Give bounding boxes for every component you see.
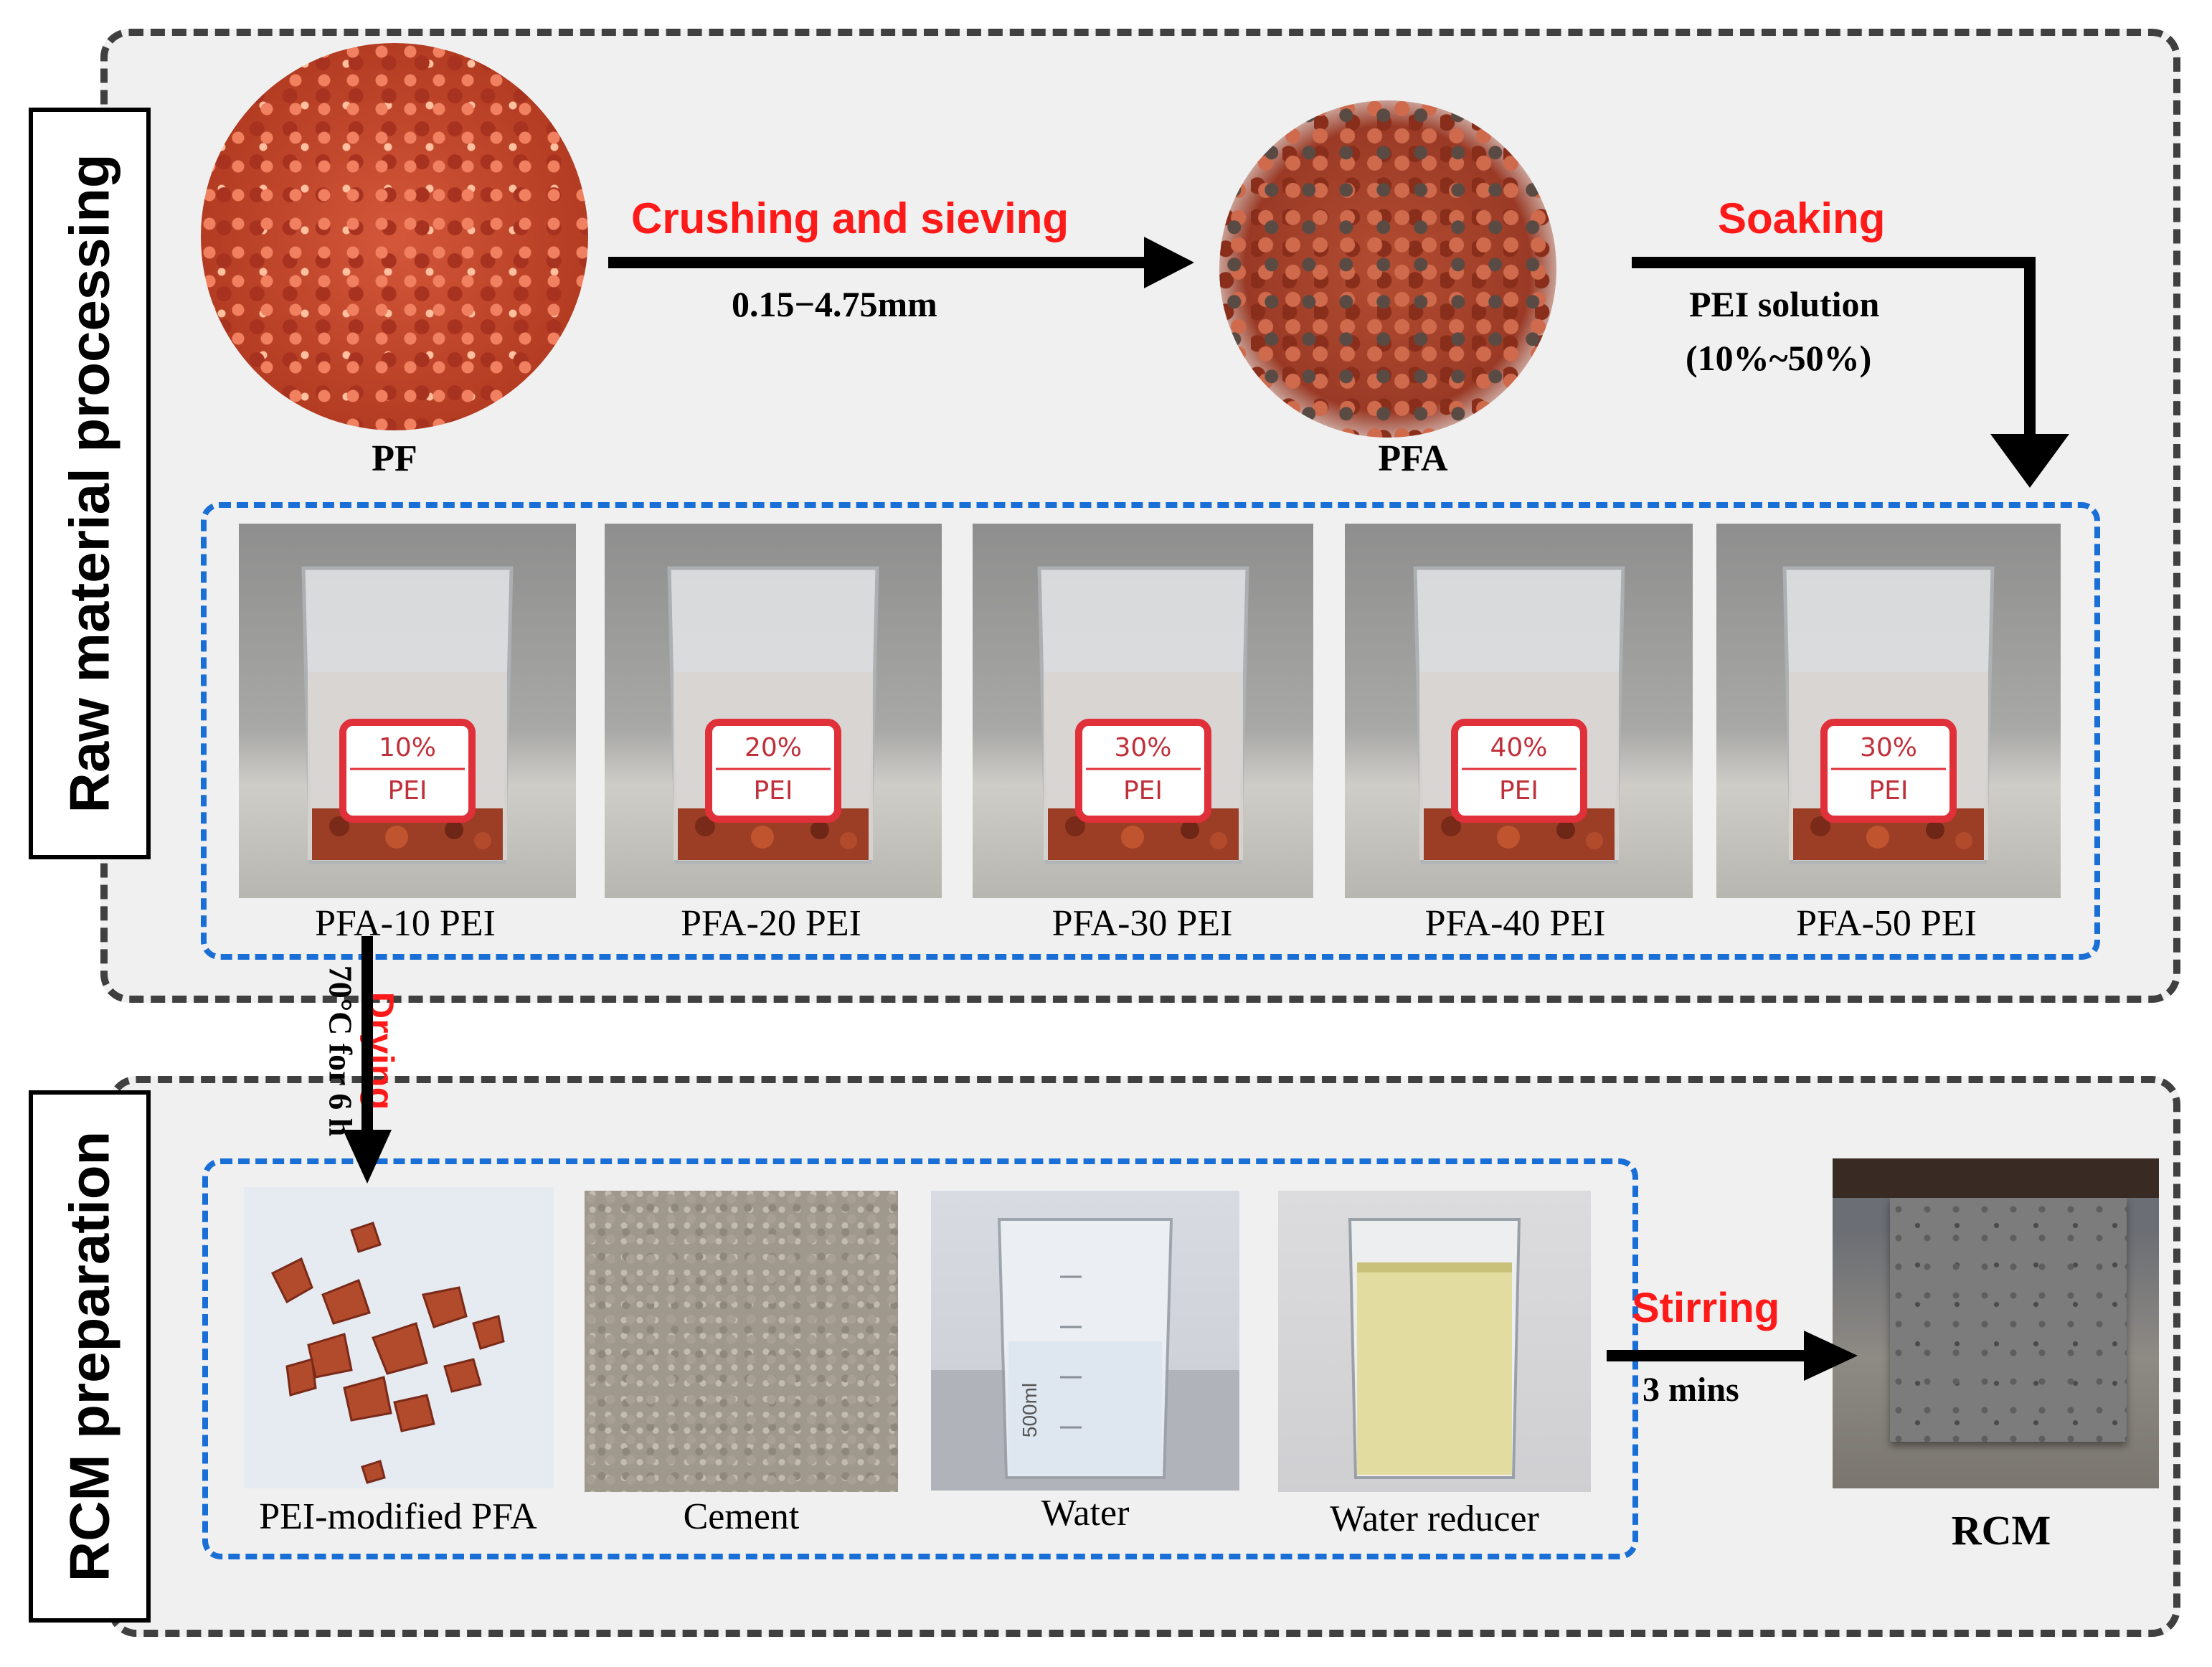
crushing-arrow (608, 237, 1194, 288)
beaker-tag-concentration: 30% (1859, 733, 1918, 762)
stirring-label: Stirring (1632, 1285, 1780, 1331)
crushing-label: Crushing and sieving (631, 194, 1069, 242)
stirring-time-label: 3 mins (1643, 1371, 1739, 1409)
beaker-tag-concentration: 30% (1114, 733, 1172, 762)
beaker-tag-pei: PEI (1122, 776, 1163, 806)
pei-range-label: (10%~50%) (1686, 338, 1872, 378)
soaking-arrow (1632, 257, 2069, 488)
water-photo: 500ml (931, 1191, 1239, 1491)
beaker-photo-4: 40% PEI (1345, 524, 1693, 898)
beaker-caption-4: PFA-40 PEI (1424, 903, 1606, 944)
pfa-photo (1219, 100, 1556, 438)
beaker-photo-3: 30% PEI (973, 524, 1313, 898)
beaker-tag-pei: PEI (1868, 776, 1909, 806)
beaker-caption-5: PFA-50 PEI (1796, 903, 1977, 944)
pei-soaking-group (201, 502, 2100, 960)
beaker-photo-5: 30% PEI (1716, 524, 2061, 898)
caption-pei-modified-pfa: PEI-modified PFA (259, 1496, 537, 1537)
pei-modified-pfa-photo (244, 1187, 554, 1488)
beaker-tag-pei: PEI (753, 776, 793, 806)
rcm-label: RCM (1951, 1507, 2051, 1554)
section-label-raw-material: Raw material processing (29, 108, 151, 859)
beaker-tag-concentration: 40% (1490, 733, 1548, 762)
beaker-tag-pei: PEI (1498, 776, 1539, 806)
water-reducer-photo (1278, 1191, 1591, 1492)
pei-solution-label: PEI solution (1689, 284, 1880, 324)
beaker-tag-pei: PEI (387, 776, 427, 806)
pf-photo (201, 43, 588, 430)
rcm-cube-photo (1833, 1158, 2159, 1488)
concrete-cube (1890, 1198, 2127, 1442)
pfa-label: PFA (1378, 438, 1448, 479)
beaker-caption-2: PFA-20 PEI (681, 903, 861, 944)
beaker-tag-concentration: 10% (378, 733, 437, 762)
drying-arrow (343, 936, 392, 1184)
soaking-label: Soaking (1718, 194, 1886, 242)
caption-water: Water (1041, 1493, 1130, 1534)
beaker-caption-1: PFA-10 PEI (315, 903, 496, 944)
pf-label: PF (372, 438, 417, 479)
beaker-photo-2: 20% PEI (605, 524, 942, 898)
caption-water-reducer: Water reducer (1330, 1498, 1539, 1539)
section-label-rcm: RCM preparation (29, 1090, 151, 1623)
beaker-photo-1: 10% PEI (239, 524, 576, 898)
size-range-label: 0.15−4.75mm (732, 284, 937, 324)
beaker-tag-concentration: 20% (744, 733, 803, 762)
caption-cement: Cement (683, 1496, 800, 1537)
beaker-caption-3: PFA-30 PEI (1051, 903, 1233, 944)
stirring-arrow (1607, 1331, 1858, 1381)
cement-photo (585, 1191, 898, 1492)
